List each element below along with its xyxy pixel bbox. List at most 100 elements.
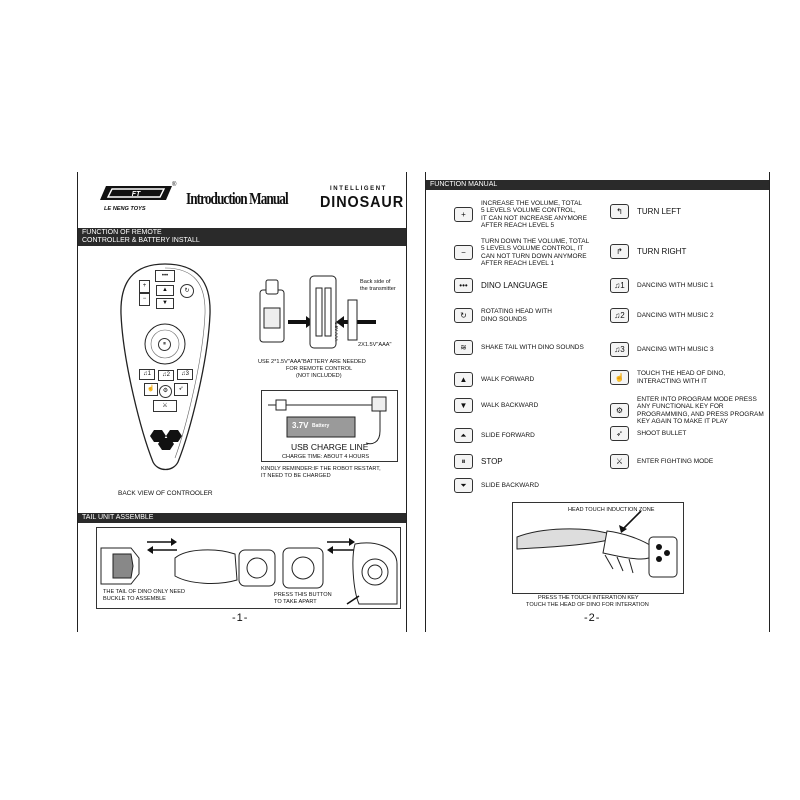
function-item-turn-right: ↱ TURN RIGHT (610, 244, 686, 259)
volume-down-description-line: TURN DOWN THE VOLUME, TOTAL (481, 238, 590, 245)
remote-rotate-button[interactable]: ↻ (180, 284, 194, 298)
slide-forward-description: SLIDE FORWARD (481, 432, 535, 439)
rotating-head-icon: ↻ (454, 308, 473, 323)
walk-forward-description-line: WALK FORWARD (481, 375, 535, 383)
program-mode-description-line: ENTER INTO PROGRAM MODE PRESS (637, 396, 757, 403)
remote-minus-button[interactable]: − (139, 293, 150, 306)
walk-forward-description: WALK FORWARD (481, 376, 534, 383)
function-item-shake-tail: ≋SHAKE TAIL WITH DINO SOUNDS (454, 340, 584, 355)
turn-left-icon: ↰ (610, 204, 629, 219)
stop-description: STOP (481, 456, 503, 466)
remote-touch-button[interactable]: ☝ (144, 383, 158, 396)
shoot-bullet-icon: ➶ (610, 426, 629, 441)
music-3-icon: ♫3 (610, 342, 629, 357)
slide-backward-icon: ⏷ (454, 478, 473, 493)
battery-note-line1: USE 2*1.5V"AAA"BATTERY ARE NEEDED (258, 359, 366, 365)
charge-time-label: CHARGE TIME: ABOUT 4 HOURS (282, 454, 370, 460)
page-number-1: -1- (232, 612, 249, 624)
battery-spec: 2X1.5V"AAA" (358, 342, 392, 348)
volume-up-description-line: AFTER REACH LEVEL 5 (481, 222, 555, 230)
section-bar-function-manual: FUNCTION MANUAL (426, 180, 769, 190)
shake-tail-description: SHAKE TAIL WITH DINO SOUNDS (481, 344, 584, 351)
reminder-line2: IT NEED TO BE CHARGED (261, 473, 331, 479)
function-item-fighting-mode: ⚔ ENTER FIGHTING MODE (610, 454, 713, 469)
function-item-music-3: ♫3 DANCING WITH MUSIC 3 (610, 342, 714, 357)
touch-head-description: TOUCH THE HEAD OF DINO,INTERACTING WITH … (637, 370, 725, 385)
press-note-line1: PRESS THIS BUTTON (274, 592, 332, 598)
remote-music-1-button[interactable]: ♫1 (139, 369, 155, 380)
music-2-description-line: DANCING WITH MUSIC 2 (637, 311, 714, 319)
program-mode-description-line: ANY FUNCTIONAL KEY FOR (637, 403, 724, 411)
remote-plus-button[interactable]: + (139, 280, 150, 293)
remote-music-3-button[interactable]: ♫3 (177, 369, 193, 380)
section-title-line1: FUNCTION OF REMOTE (82, 229, 162, 236)
section-bar-tail: TAIL UNIT ASSEMBLE (78, 513, 406, 523)
function-item-turn-left: ↰TURN LEFT (610, 204, 681, 219)
usb-line-label: USB CHARGE LINE (291, 442, 369, 452)
slide-backward-description-line: SLIDE BACKWARD (481, 481, 539, 489)
volume-down-description-line: 5 LEVELS VOLUME CONTROL, IT (481, 245, 584, 253)
program-mode-icon: ⚙ (610, 403, 629, 419)
turn-right-description-line: TURN RIGHT (637, 246, 687, 256)
tail-note-line1: THE TAIL OF DINO ONLY NEED (103, 589, 186, 595)
function-item-dino-language: ••• DINO LANGUAGE (454, 278, 548, 293)
remote-up-button[interactable]: ▲ (156, 285, 174, 296)
remote-fight-button[interactable]: ⚔ (153, 400, 177, 412)
function-item-stop: ⏸STOP (454, 454, 503, 469)
remote-shoot-button[interactable]: ➶ (174, 383, 188, 396)
battery-inline-label: 1.5V AAA (334, 322, 339, 342)
dino-language-icon: ••• (454, 278, 473, 293)
volume-down-description-line: CAN NOT TURN DOWN ANYMORE (481, 252, 587, 260)
touch-caption-line2: TOUCH THE HEAD OF DINO FOR INTERATION (526, 602, 649, 608)
volume-up-description-line: INCREASE THE VOLUME, TOTAL (481, 200, 583, 207)
manual-page-1: FT ® LE NENG TOYS Introduction Manual IN… (77, 172, 407, 632)
battery-note-line2: FOR REMOTE CONTROL (286, 366, 353, 372)
touch-zone-drawing (512, 502, 684, 594)
brand-logo: FT (98, 184, 174, 204)
turn-right-icon: ↱ (610, 244, 629, 259)
walk-backward-description-line: WALK BACKWARD (481, 401, 539, 409)
fighting-mode-description: ENTER FIGHTING MODE (637, 458, 713, 465)
remote-dino-language-button[interactable]: ••• (155, 270, 175, 282)
registered-mark: ® (172, 182, 177, 188)
music-1-description: DANCING WITH MUSIC 1 (637, 282, 714, 289)
volume-up-description-line: 5 LEVELS VOLUME CONTROL, (481, 207, 576, 215)
back-side-note-line2: the transmitter (360, 286, 396, 292)
remote-down-button[interactable]: ▼ (156, 298, 174, 309)
rotating-head-description-line: ROTATING HEAD WITH (481, 308, 552, 316)
walk-forward-icon: ▲ (454, 372, 473, 387)
program-mode-description-line: KEY AGAIN TO MAKE IT PLAY (637, 418, 728, 426)
controller-caption: BACK VIEW OF CONTROOLER (118, 490, 213, 497)
remote-music-2-button[interactable]: ♫2 (158, 370, 174, 381)
product-subtitle: INTELLIGENT (330, 186, 387, 192)
slide-forward-description-line: SLIDE FORWARD (481, 431, 535, 439)
touch-caption-line1: PRESS THE TOUCH INTERATION KEY (538, 595, 639, 601)
remote-stop-button[interactable]: ⏸ (158, 338, 171, 351)
fighting-mode-description-line: ENTER FIGHTING MODE (637, 457, 714, 465)
function-item-touch-head: ☝ TOUCH THE HEAD OF DINO,INTERACTING WITH… (610, 370, 725, 385)
tail-assembly-drawing (96, 527, 401, 609)
press-note-line2: TO TAKE APART (274, 599, 317, 605)
stop-description-line: STOP (481, 456, 503, 466)
charger-battery-word: Battery (312, 423, 330, 429)
remote-controller (118, 262, 213, 474)
function-item-walk-backward: ▼WALK BACKWARD (454, 398, 538, 413)
volume-up-description-line: IT CAN NOT INCREASE ANYMORE (481, 214, 587, 222)
page-number-2: -2- (584, 612, 601, 624)
function-item-walk-forward: ▲ WALK FORWARD (454, 372, 534, 387)
volume-down-icon: − (454, 245, 473, 261)
turn-right-description: TURN RIGHT (637, 246, 687, 256)
remote-program-button[interactable]: ⚙ (159, 385, 172, 398)
tail-note-line2: BUCKLE TO ASSEMBLE (103, 596, 166, 602)
music-3-description: DANCING WITH MUSIC 3 (637, 346, 714, 353)
battery-compartment-drawing (256, 272, 381, 352)
touch-head-icon: ☝ (610, 370, 629, 385)
fighting-mode-icon: ⚔ (610, 454, 629, 469)
dino-language-description-line: DINO LANGUAGE (481, 280, 548, 290)
